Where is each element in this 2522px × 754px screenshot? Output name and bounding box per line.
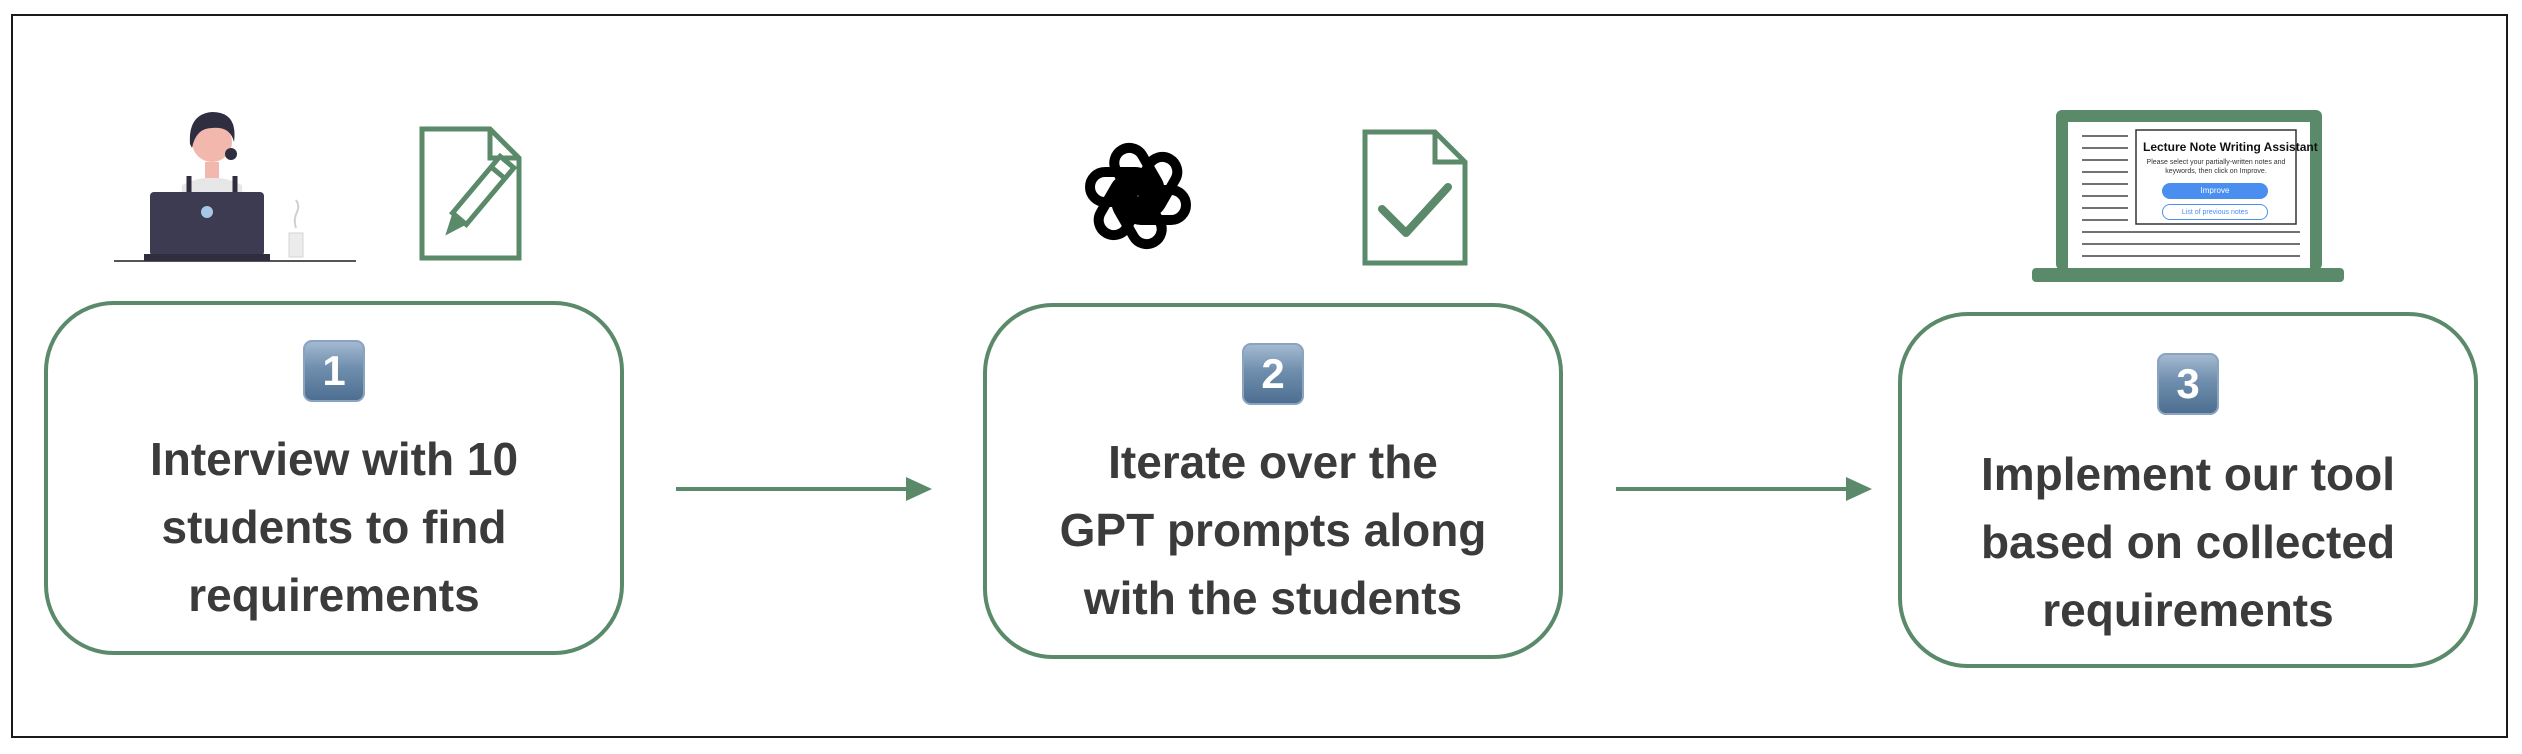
- improve-button: Improve: [2162, 183, 2268, 199]
- step-3-number-badge: 3: [2157, 353, 2219, 415]
- person-at-laptop-icon: [114, 112, 356, 262]
- openai-logo-icon: [1085, 142, 1191, 250]
- step-2-number-badge: 2: [1242, 343, 1304, 405]
- step-2-line-1: Iterate over the: [1108, 436, 1438, 488]
- step-1-number-badge: 1: [303, 340, 365, 402]
- previous-notes-button: List of previous notes: [2162, 204, 2268, 220]
- document-check-icon: [1362, 129, 1468, 266]
- laptop-mockup: Lecture Note Writing Assistant Please se…: [2032, 110, 2344, 284]
- screen-title: Lecture Note Writing Assistant: [2143, 140, 2318, 154]
- step-2-line-3: with the students: [1083, 572, 1463, 624]
- step-1-line-1: Interview with 10: [149, 433, 519, 485]
- arrow-step-1-to-2: [676, 477, 932, 501]
- step-2-label: Iterate over the GPT prompts along with …: [993, 428, 1553, 632]
- document-edit-icon: [419, 126, 522, 261]
- step-1-line-3: requirements: [188, 569, 480, 621]
- step-3-line-1: Implement our tool: [1981, 448, 2395, 500]
- step-3-line-3: requirements: [2042, 584, 2334, 636]
- step-2-line-2: GPT prompts along: [1059, 504, 1487, 556]
- screen-description: Please select your partially-written not…: [2146, 159, 2286, 175]
- step-1-line-2: students to find: [161, 501, 507, 553]
- arrow-step-2-to-3: [1616, 477, 1872, 501]
- step-3-label: Implement our tool based on collected re…: [1908, 440, 2468, 644]
- step-3-line-2: based on collected: [1980, 516, 2396, 568]
- step-1-label: Interview with 10 students to find requi…: [54, 425, 614, 629]
